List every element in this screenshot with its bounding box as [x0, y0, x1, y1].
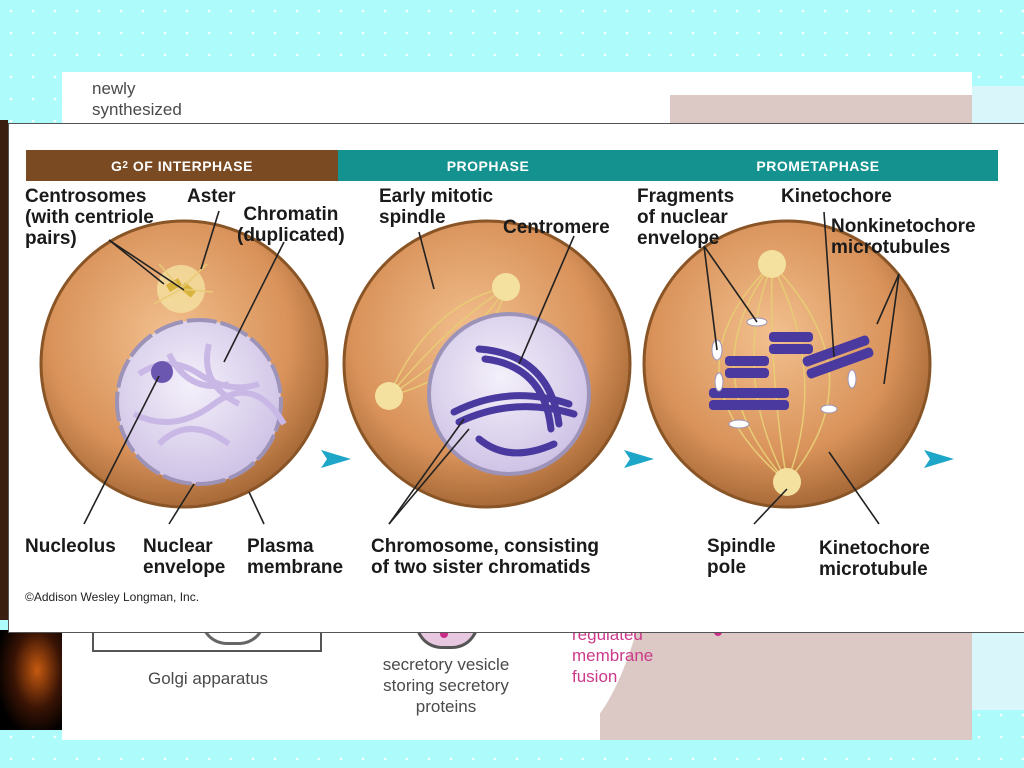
- label-plasma-membrane-line2: membrane: [247, 557, 344, 578]
- arrow-next: [924, 450, 954, 468]
- vesicle-label-line3: proteins: [415, 697, 477, 716]
- vesicle-protein-dot: [440, 630, 448, 638]
- label-nonkinetochore-line2: microtubules: [831, 237, 951, 258]
- g2-suffix: OF INTERPHASE: [128, 157, 253, 174]
- label-fragments-line1: Fragments: [637, 186, 735, 207]
- label-plasma-membrane-line1: Plasma: [247, 536, 314, 557]
- label-spindle-pole: Spindle pole: [707, 536, 776, 578]
- label-centrosomes-line2: (with centriole: [25, 207, 154, 228]
- label-fragments-nuclear-envelope: Fragments of nuclear envelope: [637, 186, 734, 249]
- label-centromere: Centromere: [503, 217, 610, 238]
- prophase-centrosome-left: [375, 382, 403, 410]
- g2-nucleolus: [151, 361, 173, 383]
- prometaphase-cell: [642, 219, 932, 509]
- label-kinetochore-mt-line1: Kinetochore: [819, 538, 930, 559]
- prophase-cell: [342, 219, 632, 509]
- label-chromatin-line2: (duplicated): [237, 225, 345, 246]
- label-nucleolus: Nucleolus: [25, 536, 116, 557]
- prometaphase-pole-top: [758, 250, 786, 278]
- secretory-vesicle-label: secretory vesicle storing secretory prot…: [368, 654, 524, 717]
- label-chromatin: Chromatin (duplicated): [237, 204, 345, 246]
- label-kinetochore: Kinetochore: [781, 186, 892, 207]
- prometaphase-spindle: [718, 263, 831, 483]
- label-nuclear-envelope: Nuclear envelope: [143, 536, 225, 578]
- label-nuclear-envelope-line2: envelope: [143, 557, 226, 578]
- label-early-mitotic-spindle: Early mitotic spindle: [379, 186, 493, 228]
- leader-lines: [83, 210, 900, 525]
- background-text-newly: newly: [92, 79, 136, 98]
- label-kinetochore-microtubule: Kinetochore microtubule: [819, 538, 930, 580]
- prophase-centrosome-top: [492, 273, 520, 301]
- background-top-text: newly synthesized: [92, 78, 182, 120]
- fusion-label-line2: membrane: [572, 646, 654, 665]
- label-nonkinetochore-microtubules: Nonkinetochore microtubules: [831, 216, 976, 258]
- g2-prefix: G: [111, 157, 123, 174]
- arrow-to-prophase: [321, 450, 351, 468]
- fusion-label: regulated membrane fusion: [572, 624, 653, 687]
- phase-header-prometaphase: PROMETAPHASE: [638, 150, 998, 181]
- label-aster: Aster: [187, 186, 236, 207]
- label-centrosomes-line3: pairs): [25, 228, 77, 249]
- label-plasma-membrane: Plasma membrane: [247, 536, 343, 578]
- golgi-bracket: [92, 632, 322, 652]
- fusion-label-line3: fusion: [572, 667, 618, 686]
- prometaphase-chromosomes: [709, 332, 874, 410]
- label-chromosome: Chromosome, consisting of two sister chr…: [371, 536, 599, 578]
- label-chromatin-line1: Chromatin: [243, 204, 339, 225]
- label-spindle-pole-line2: pole: [707, 557, 747, 578]
- golgi-label: Golgi apparatus: [148, 669, 269, 688]
- label-early-spindle-line1: Early mitotic: [379, 186, 494, 207]
- prometaphase-spindle-pole: [773, 468, 801, 496]
- label-chromosome-line2: of two sister chromatids: [371, 557, 591, 578]
- label-nuclear-envelope-line1: Nuclear: [143, 536, 213, 557]
- g2-interphase-cell: [39, 219, 329, 509]
- copyright-text: ©Addison Wesley Longman, Inc.: [25, 590, 200, 604]
- g2-subscript: 2: [122, 160, 129, 171]
- background-left-strip: [0, 120, 8, 620]
- label-spindle-pole-line1: Spindle: [707, 536, 776, 557]
- label-nonkinetochore-line1: Nonkinetochore: [831, 216, 976, 237]
- prometaphase-plasma-membrane: [642, 219, 932, 509]
- label-early-spindle-line2: spindle: [379, 207, 446, 228]
- vesicle-label-line2: storing secretory: [383, 676, 509, 695]
- g2-chromatin: [132, 343, 287, 447]
- label-kinetochore-mt-line2: microtubule: [819, 559, 928, 580]
- prophase-chromosomes: [450, 345, 578, 457]
- background-text-synthesized: synthesized: [92, 100, 182, 119]
- vesicle-label-line1: secretory vesicle: [382, 655, 510, 674]
- label-centrosomes: Centrosomes (with centriole pairs): [25, 186, 154, 249]
- background-left-photo: [0, 630, 62, 730]
- label-centrosomes-line1: Centrosomes: [25, 186, 147, 207]
- label-fragments-line3: envelope: [637, 228, 720, 249]
- arrow-to-prometaphase: [624, 450, 654, 468]
- label-fragments-line2: of nuclear: [637, 207, 728, 228]
- g2-nuclear-envelope: [115, 318, 283, 486]
- cell-drawings: [39, 210, 954, 525]
- label-chromosome-line1: Chromosome, consisting: [371, 536, 600, 557]
- phase-header-prophase: PROPHASE: [338, 150, 638, 181]
